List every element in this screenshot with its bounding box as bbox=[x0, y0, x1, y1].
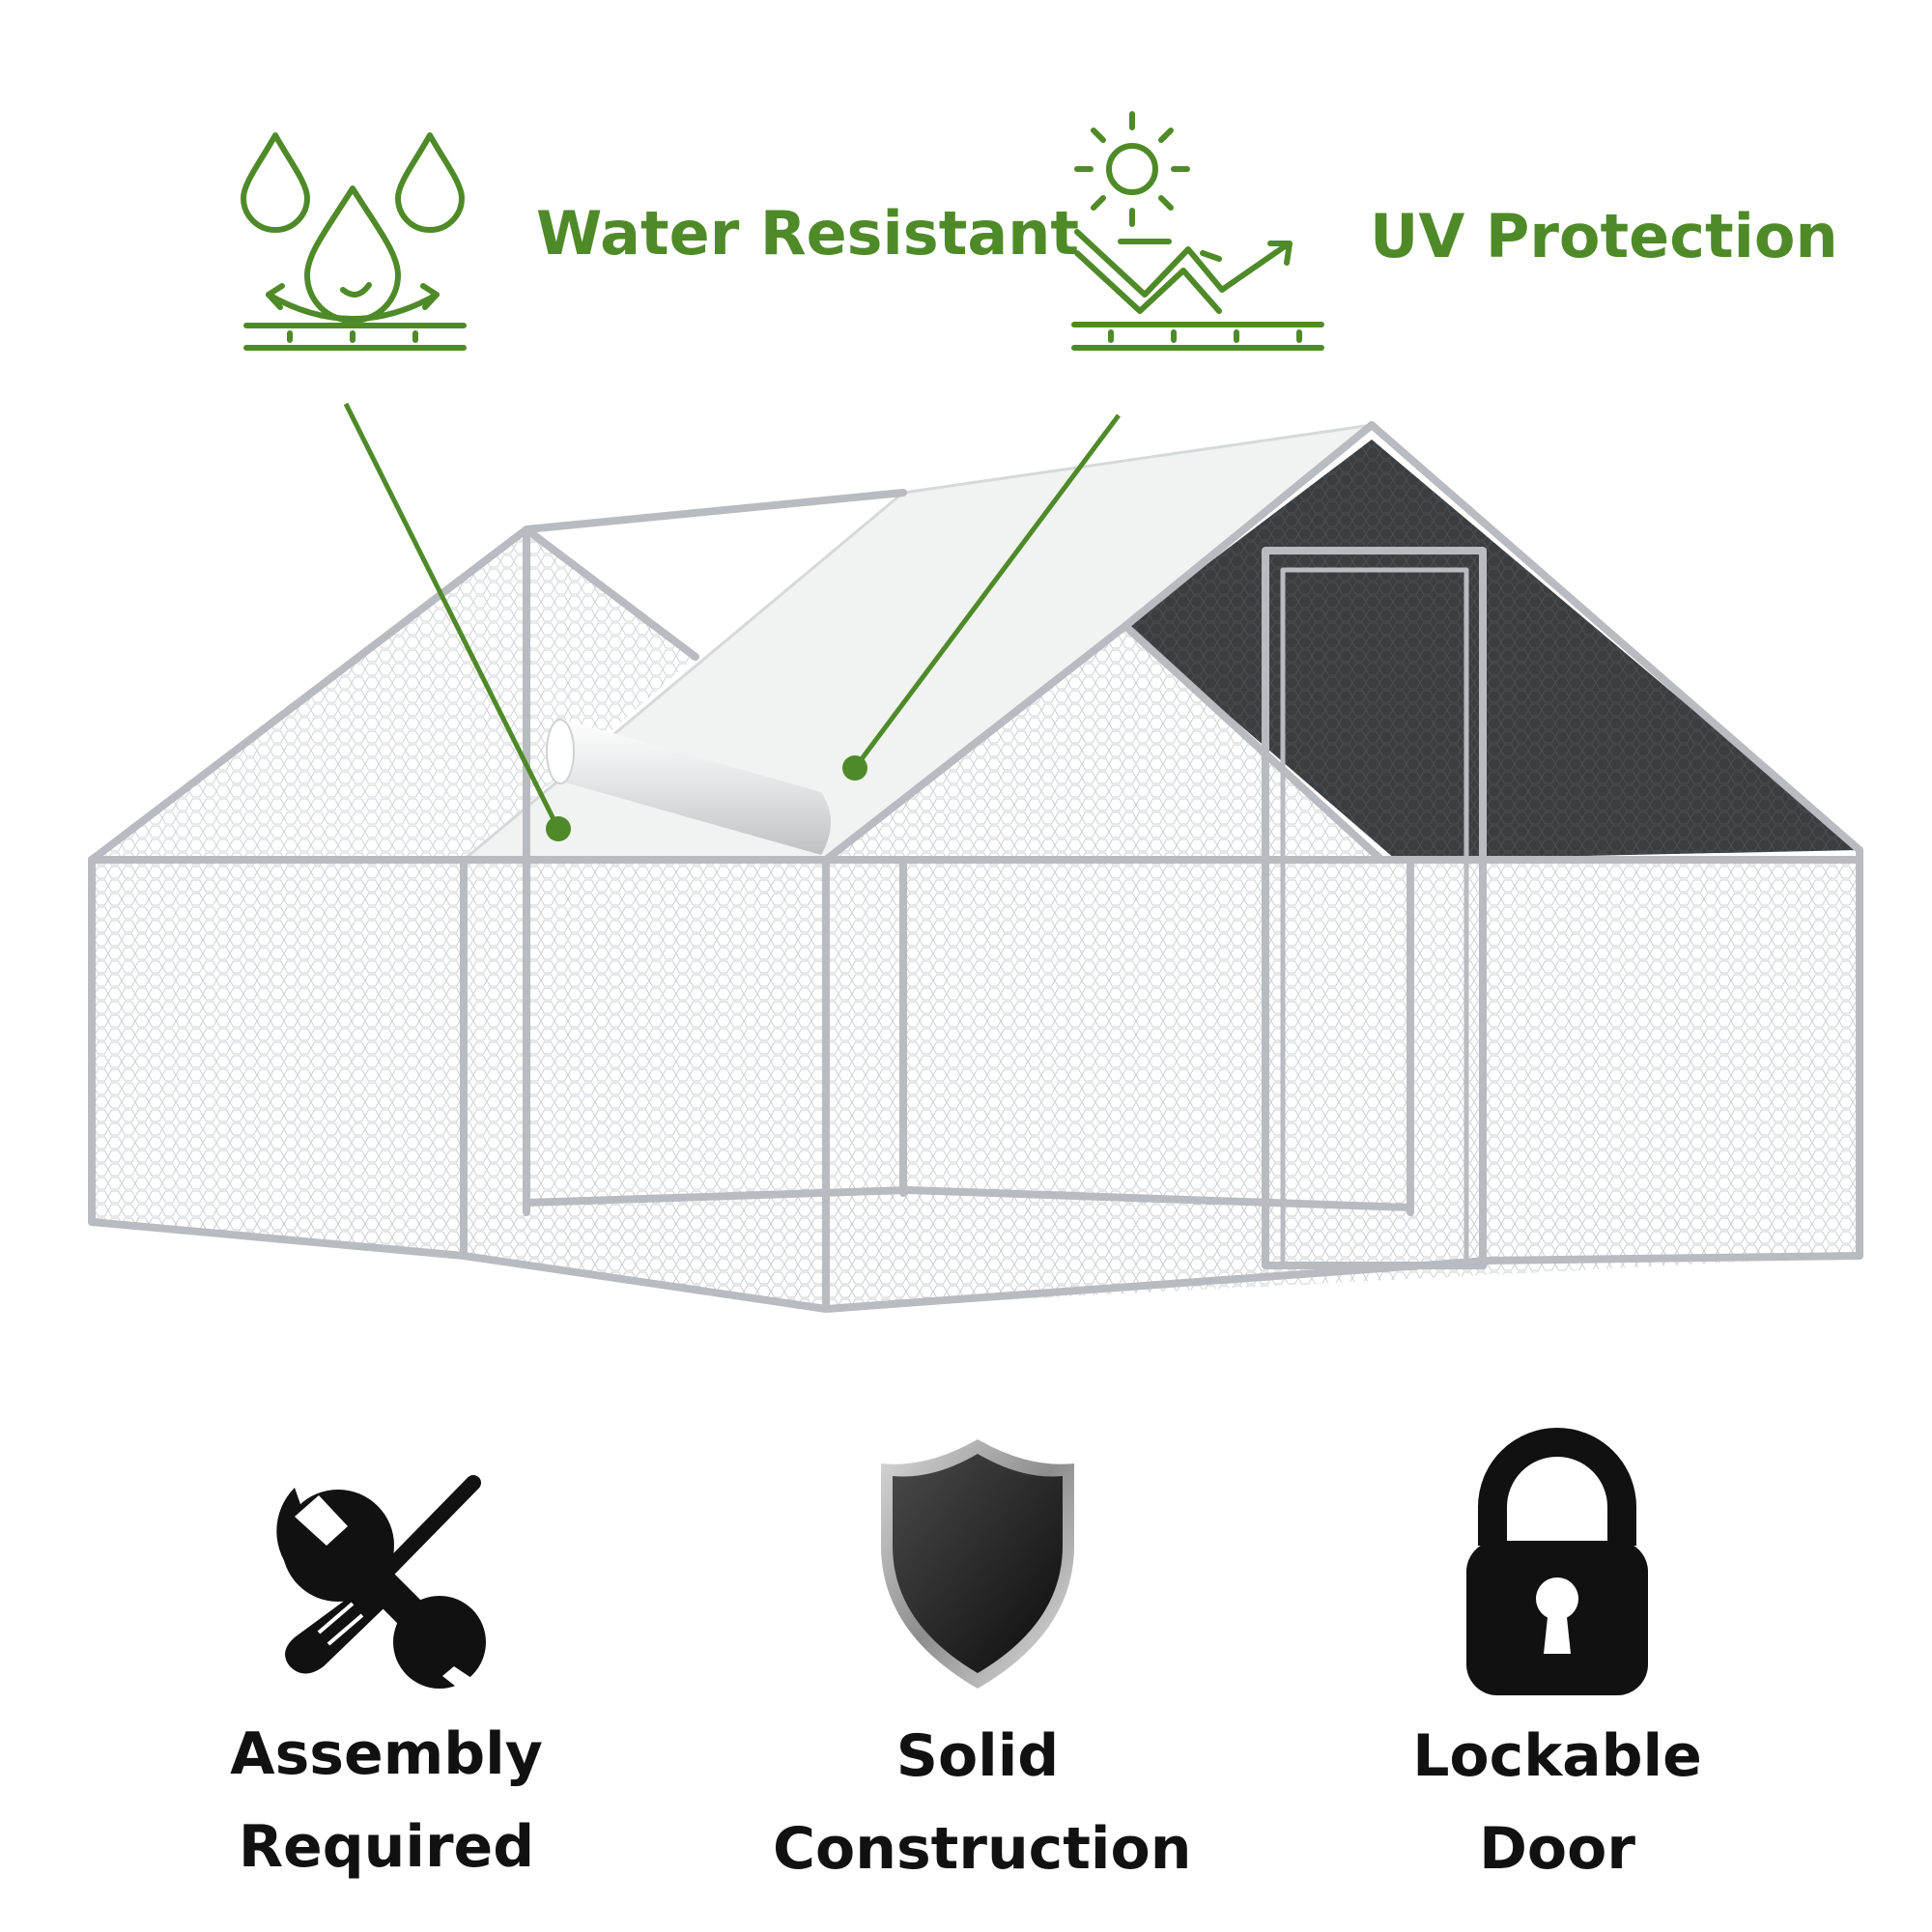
solid-line1: Solid bbox=[895, 1722, 1060, 1790]
solid-line2: Construction bbox=[773, 1815, 1192, 1883]
wrench-screwdriver-icon bbox=[276, 1475, 486, 1700]
shield-icon bbox=[881, 1439, 1074, 1689]
assembly-line1: Assembly bbox=[230, 1720, 543, 1788]
assembly-required-label: Assembly Required bbox=[193, 1708, 580, 1893]
chicken-coop-run-image bbox=[88, 421, 1863, 1313]
assembly-line2: Required bbox=[238, 1813, 535, 1881]
solid-construction-label: Solid Construction bbox=[773, 1710, 1192, 1895]
water-drops-icon bbox=[241, 132, 467, 351]
uv-protection-label: UV Protection bbox=[1370, 201, 1838, 271]
padlock-icon bbox=[1466, 1428, 1648, 1695]
leader-lines bbox=[343, 402, 1122, 841]
lock-line1: Lockable bbox=[1412, 1722, 1702, 1790]
water-resistant-label: Water Resistant bbox=[536, 198, 1079, 269]
lock-line2: Door bbox=[1479, 1815, 1635, 1883]
lockable-door-label: Lockable Door bbox=[1364, 1710, 1750, 1895]
sun-uv-icon bbox=[1071, 111, 1324, 351]
